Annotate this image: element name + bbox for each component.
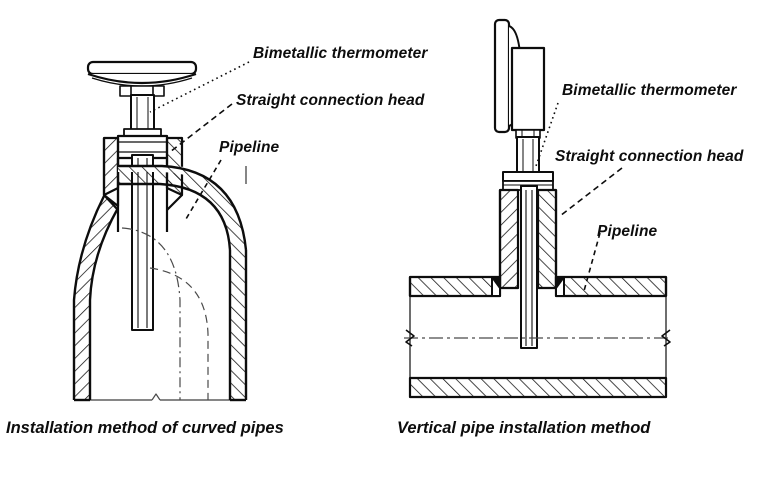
- right-label-thermometer: Bimetallic thermometer: [562, 82, 737, 99]
- right-probe: [520, 185, 538, 349]
- break-symbol-left: [405, 329, 415, 347]
- right-caption: Vertical pipe installation method: [397, 419, 651, 437]
- left-label-thermometer: Bimetallic thermometer: [253, 45, 428, 62]
- right-label-pipeline: Pipeline: [597, 223, 658, 240]
- break-symbol-right: [661, 329, 671, 347]
- right-assembly: [404, 18, 672, 399]
- right-label-connection-head: Straight connection head: [555, 148, 744, 165]
- left-elbow-pipe: [72, 164, 248, 402]
- left-connection-head: [116, 128, 169, 160]
- right-fitting-body: [498, 188, 558, 290]
- dial-head-edge-view: [86, 60, 198, 97]
- right-stem: [516, 136, 540, 175]
- left-stem: [130, 94, 155, 132]
- left-probe: [131, 154, 154, 331]
- right-leader-connection-head: [559, 167, 623, 217]
- right-leader-thermometer: [535, 102, 559, 167]
- left-label-connection-head: Straight connection head: [236, 92, 425, 109]
- left-inner-arc: [149, 267, 209, 400]
- left-caption: Installation method of curved pipes: [6, 419, 284, 437]
- right-dial-head-side-view: [493, 18, 546, 139]
- right-straight-pipe: [408, 275, 668, 399]
- left-label-pipeline: Pipeline: [219, 139, 280, 156]
- right-leader-pipeline: [583, 232, 601, 292]
- left-assembly: [72, 60, 250, 402]
- left-leader-thermometer: [149, 61, 250, 113]
- left-leader-connection-head: [169, 103, 233, 153]
- left-leader-pipeline: [185, 159, 222, 220]
